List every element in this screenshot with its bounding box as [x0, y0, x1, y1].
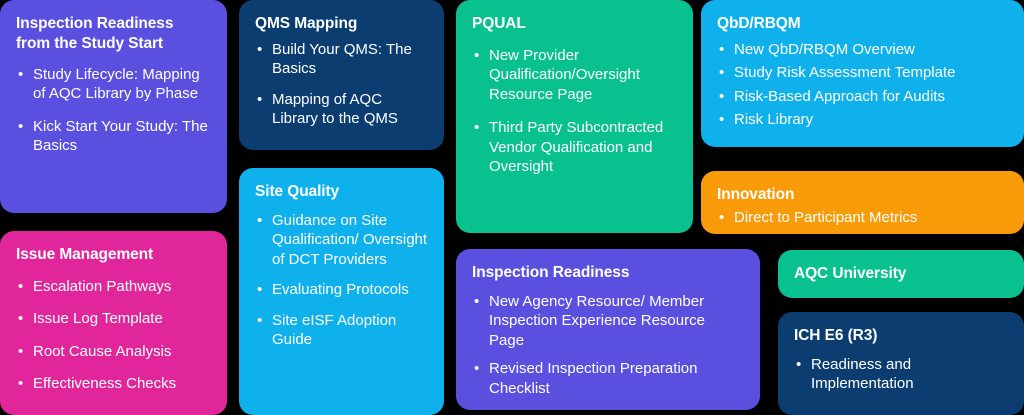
card-site-quality[interactable]: Site Quality • Guidance on Site Qualifica…: [239, 168, 444, 415]
list-item-label: New Provider Qualification/Oversight Res…: [489, 46, 640, 103]
list-item-label: Revised Inspection Preparation Checklist: [489, 360, 698, 397]
list-item[interactable]: • Effectiveness Checks: [16, 374, 211, 394]
card-inspection-readiness-study-start[interactable]: Inspection Readiness from the Study Star…: [0, 0, 227, 213]
list-item-label: New QbD/RBQM Overview: [734, 40, 915, 58]
list-item-label: Study Lifecycle: Mapping of AQC Library …: [33, 65, 200, 103]
list-item[interactable]: • Evaluating Protocols: [255, 280, 428, 300]
list-item[interactable]: • New QbD/RBQM Overview: [717, 40, 1008, 60]
list-item[interactable]: • Readiness and Implementation: [794, 355, 1008, 394]
bullet-icon: •: [474, 119, 480, 137]
bullet-icon: •: [257, 311, 263, 329]
card-title: Issue Management: [16, 246, 154, 263]
card-item-list: • Readiness and Implementation: [794, 355, 1008, 394]
bullet-icon: •: [257, 211, 263, 229]
bullet-icon: •: [474, 292, 480, 310]
list-item[interactable]: • New Agency Resource/ Member Inspection …: [472, 292, 744, 351]
card-item-list: • Direct to Participant Metrics: [717, 208, 1008, 228]
card-title: Inspection Readiness: [472, 264, 630, 281]
card-item-list: • New Agency Resource/ Member Inspection …: [472, 292, 744, 399]
list-item-label: New Agency Resource/ Member Inspection E…: [489, 292, 705, 349]
card-item-list: • New QbD/RBQM Overview • Study Risk Asses…: [717, 40, 1008, 130]
card-title: Innovation: [717, 186, 795, 203]
list-item[interactable]: • Escalation Pathways: [16, 277, 211, 297]
card-title: Site Quality: [255, 183, 340, 200]
card-title: QMS Mapping: [255, 15, 358, 32]
list-item[interactable]: • Mapping of AQC Library to the QMS: [255, 90, 428, 129]
card-item-list: • Study Lifecycle: Mapping of AQC Library…: [16, 65, 211, 156]
bullet-icon: •: [796, 355, 802, 373]
bullet-icon: •: [18, 342, 24, 360]
list-item-label: Study Risk Assessment Template: [734, 64, 956, 82]
bullet-icon: •: [719, 111, 725, 129]
list-item[interactable]: • Direct to Participant Metrics: [717, 208, 1008, 228]
list-item[interactable]: • Issue Log Template: [16, 309, 211, 329]
list-item-label: Risk-Based Approach for Audits: [734, 87, 945, 105]
list-item[interactable]: • Risk Library: [717, 110, 1008, 130]
list-item-label: Issue Log Template: [33, 310, 163, 328]
card-qbd-rbqm[interactable]: QbD/RBQM • New QbD/RBQM Overview • Study R…: [701, 0, 1024, 147]
list-item-label: Guidance on Site Qualification/ Oversigh…: [272, 211, 428, 268]
bullet-icon: •: [719, 87, 725, 105]
list-item[interactable]: • Study Lifecycle: Mapping of AQC Library…: [16, 65, 211, 104]
bullet-icon: •: [257, 281, 263, 299]
bullet-icon: •: [18, 310, 24, 328]
list-item[interactable]: • Risk-Based Approach for Audits: [717, 87, 1008, 107]
bullet-icon: •: [474, 46, 480, 64]
list-item[interactable]: • New Provider Qualification/Oversight Re…: [472, 46, 677, 105]
card-title: ICH E6 (R3): [794, 327, 878, 344]
card-item-list: • New Provider Qualification/Oversight Re…: [472, 46, 677, 177]
list-item[interactable]: • Build Your QMS: The Basics: [255, 40, 428, 79]
card-title: QbD/RBQM: [717, 15, 801, 32]
bullet-icon: •: [719, 208, 725, 226]
bullet-icon: •: [719, 64, 725, 82]
bullet-icon: •: [18, 117, 24, 135]
list-item[interactable]: • Revised Inspection Preparation Checklis…: [472, 359, 744, 398]
list-item[interactable]: • Guidance on Site Qualification/ Oversig…: [255, 211, 428, 270]
card-issue-management[interactable]: Issue Management • Escalation Pathways • I…: [0, 231, 227, 415]
card-item-list: • Guidance on Site Qualification/ Oversig…: [255, 211, 428, 350]
bullet-icon: •: [719, 40, 725, 58]
list-item-label: Third Party Subcontracted Vendor Qualifi…: [489, 119, 664, 176]
list-item-label: Direct to Participant Metrics: [734, 208, 918, 226]
list-item-label: Build Your QMS: The Basics: [272, 40, 412, 78]
list-item-label: Root Cause Analysis: [33, 342, 172, 360]
card-ich-e6-r3[interactable]: ICH E6 (R3) • Readiness and Implementatio…: [778, 312, 1024, 415]
list-item[interactable]: • Kick Start Your Study: The Basics: [16, 117, 211, 156]
list-item[interactable]: • Site eISF Adoption Guide: [255, 311, 428, 350]
list-item-label: Evaluating Protocols: [272, 281, 409, 299]
card-qms-mapping[interactable]: QMS Mapping • Build Your QMS: The Basics …: [239, 0, 444, 150]
bullet-icon: •: [257, 90, 263, 108]
card-title: PQUAL: [472, 15, 526, 32]
card-aqc-university[interactable]: AQC University: [778, 250, 1024, 298]
list-item[interactable]: • Third Party Subcontracted Vendor Qualif…: [472, 118, 677, 177]
card-pqual[interactable]: PQUAL • New Provider Qualification/Oversi…: [456, 0, 693, 233]
bullet-icon: •: [474, 360, 480, 378]
list-item-label: Site eISF Adoption Guide: [272, 311, 397, 349]
bullet-icon: •: [18, 65, 24, 83]
list-item-label: Effectiveness Checks: [33, 375, 177, 393]
list-item[interactable]: • Root Cause Analysis: [16, 342, 211, 362]
card-item-list: • Build Your QMS: The Basics • Mapping of …: [255, 40, 428, 129]
card-title: Inspection Readiness from the Study Star…: [16, 15, 174, 52]
list-item-label: Readiness and Implementation: [811, 355, 914, 393]
card-title: AQC University: [794, 265, 907, 282]
card-inspection-readiness[interactable]: Inspection Readiness • New Agency Resourc…: [456, 249, 760, 410]
bullet-icon: •: [257, 40, 263, 58]
bullet-icon: •: [18, 277, 24, 295]
card-item-list: • Escalation Pathways • Issue Log Template…: [16, 277, 211, 394]
card-innovation[interactable]: Innovation • Direct to Participant Metric…: [701, 171, 1024, 234]
list-item-label: Mapping of AQC Library to the QMS: [272, 90, 398, 128]
list-item-label: Kick Start Your Study: The Basics: [33, 117, 208, 155]
list-item-label: Escalation Pathways: [33, 277, 172, 295]
list-item[interactable]: • Study Risk Assessment Template: [717, 63, 1008, 83]
bullet-icon: •: [18, 375, 24, 393]
list-item-label: Risk Library: [734, 111, 814, 129]
